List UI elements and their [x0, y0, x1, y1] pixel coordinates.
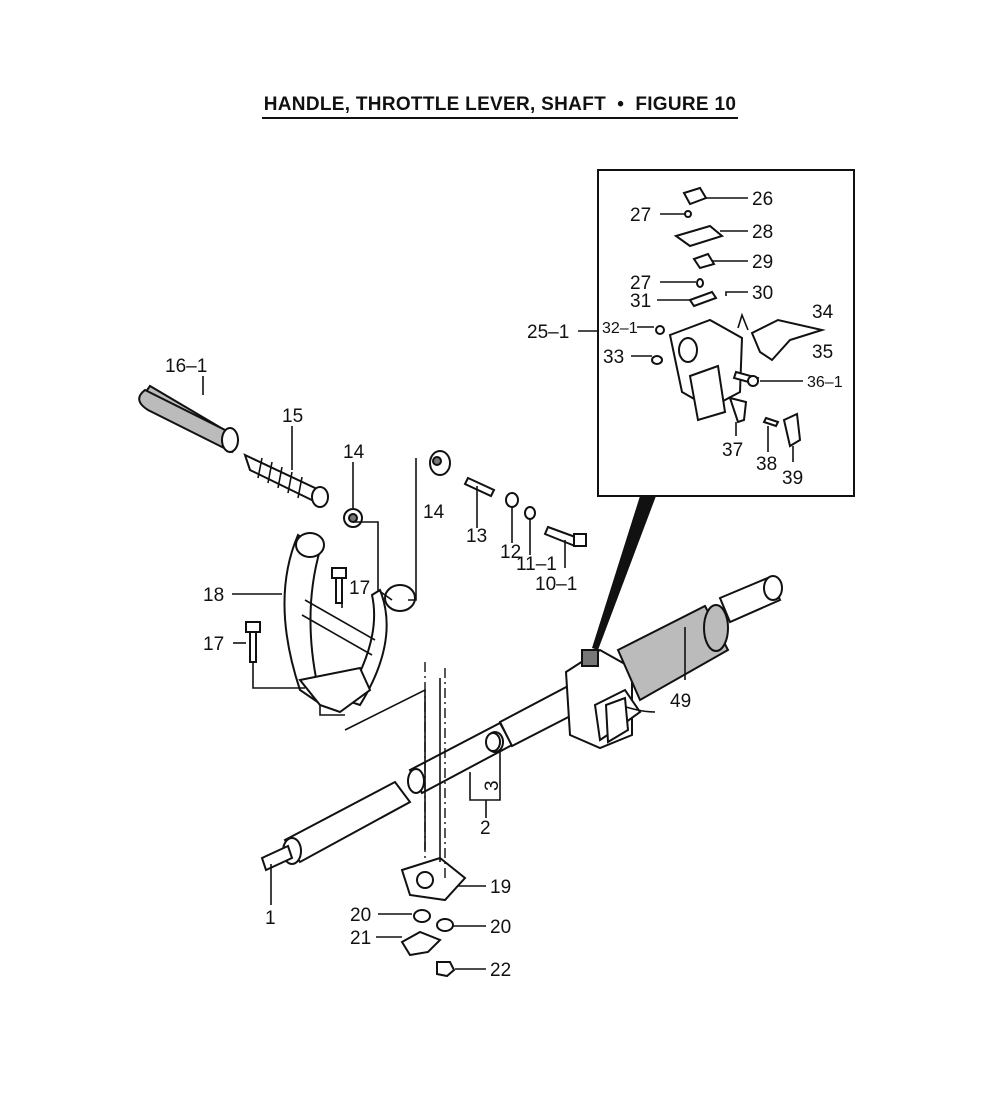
washer-20b — [436, 918, 454, 932]
washer-20a — [413, 909, 431, 923]
bolt-17a — [331, 567, 347, 604]
clamp-19 — [400, 856, 467, 902]
label-12: 12 — [500, 542, 521, 563]
title-right: FIGURE 10 — [635, 94, 737, 115]
label-21: 21 — [350, 928, 371, 949]
label-28: 28 — [752, 222, 773, 243]
label-36-1: 36–1 — [807, 374, 843, 391]
leader-lines — [202, 197, 803, 970]
knob-21 — [400, 930, 442, 957]
label-34: 34 — [812, 302, 834, 323]
label-27b: 27 — [630, 273, 651, 294]
figure-title-underline: HANDLE, THROTTLE LEVER, SHAFT • FIGURE 1… — [261, 94, 739, 119]
label-26: 26 — [752, 189, 773, 210]
handle-grip — [616, 604, 730, 702]
spring-washer-11-1 — [524, 506, 536, 520]
clip-3 — [485, 732, 501, 752]
washer-14b — [429, 450, 451, 476]
label-25-1: 25–1 — [527, 322, 569, 343]
label-18: 18 — [203, 585, 224, 606]
inset-parts — [651, 186, 826, 448]
label-13: 13 — [466, 526, 487, 547]
label-14a: 14 — [343, 442, 365, 463]
label-35: 35 — [812, 342, 833, 363]
label-2: 2 — [480, 818, 491, 839]
label-27a: 27 — [630, 205, 651, 226]
label-38: 38 — [756, 454, 777, 475]
label-29: 29 — [752, 252, 773, 273]
label-19: 19 — [490, 877, 511, 898]
label-22: 22 — [490, 960, 511, 981]
washer-12 — [505, 492, 519, 508]
washer-14a — [343, 508, 363, 528]
pin-13 — [463, 476, 496, 498]
spring-sleeve — [243, 453, 329, 508]
label-16-1: 16–1 — [165, 356, 207, 377]
bolt-10-1 — [543, 525, 587, 548]
grip-sleeve — [138, 384, 239, 454]
label-30: 30 — [752, 283, 773, 304]
nut-22 — [436, 961, 456, 978]
label-49: 49 — [670, 691, 691, 712]
title-separator: • — [617, 94, 625, 115]
throttle-housing — [564, 648, 656, 750]
title-left: HANDLE, THROTTLE LEVER, SHAFT — [263, 94, 607, 115]
label-17b: 17 — [203, 634, 224, 655]
handle-bar — [283, 532, 416, 714]
label-33: 33 — [603, 347, 624, 368]
label-37: 37 — [722, 440, 743, 461]
label-14b: 14 — [423, 502, 445, 523]
label-15: 15 — [282, 406, 303, 427]
label-20a: 20 — [350, 905, 371, 926]
bolt-17b — [245, 621, 261, 663]
label-32-1: 32–1 — [602, 320, 638, 337]
label-1: 1 — [265, 908, 276, 929]
label-11-1: 11–1 — [516, 554, 557, 575]
label-39: 39 — [782, 468, 803, 489]
label-10-1: 10–1 — [535, 574, 577, 595]
inset-pointer — [592, 496, 656, 650]
detail-inset-box — [597, 169, 855, 497]
label-17a: 17 — [349, 578, 370, 599]
label-3: 3 — [482, 780, 503, 791]
figure-title: HANDLE, THROTTLE LEVER, SHAFT • FIGURE 1… — [0, 94, 1000, 119]
label-20b: 20 — [490, 917, 511, 938]
label-31: 31 — [630, 291, 651, 312]
